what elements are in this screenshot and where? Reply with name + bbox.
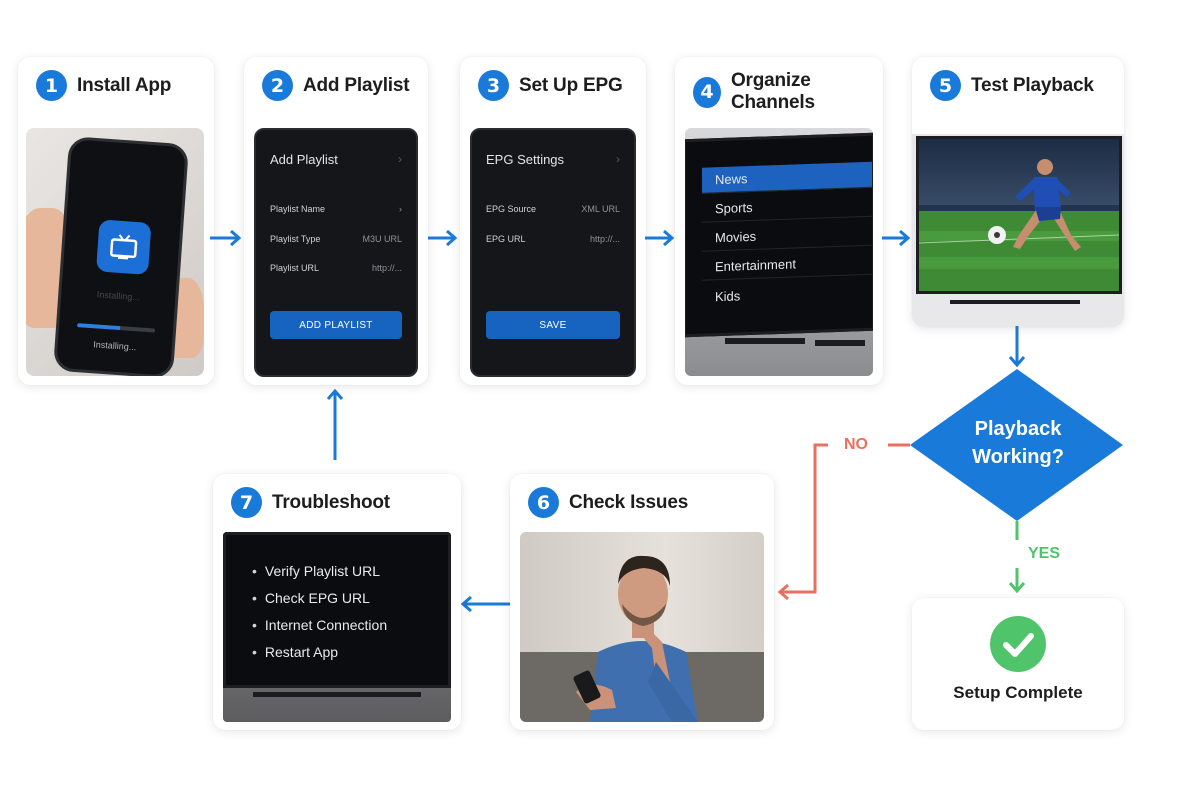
tv-stand — [815, 340, 865, 346]
chevron-right-icon: › — [616, 152, 620, 166]
no-arrow — [777, 443, 910, 601]
setup-complete-card — [912, 598, 1124, 730]
chevron-right-icon: › — [398, 152, 402, 166]
tv-app-icon — [95, 219, 152, 275]
step-number: 7 — [231, 487, 262, 518]
form-label: Playlist URL — [270, 263, 320, 273]
decision-line-1: Playback — [974, 418, 1062, 440]
step-card-test-playback: 5 Test Playback — [912, 57, 1124, 327]
chevron-right-icon: › — [399, 204, 402, 214]
add-playlist-button[interactable]: ADD PLAYLIST — [270, 311, 402, 339]
tv-stand — [725, 338, 805, 344]
form-label: EPG Source — [486, 204, 537, 214]
epg-settings-screen: EPG Settings › EPG Source XML URL EPG UR… — [470, 128, 636, 377]
form-row-playlist-type[interactable]: Playlist Type M3U URL — [270, 234, 402, 244]
step-title: Test Playback — [971, 74, 1094, 96]
setup-complete-label: Setup Complete — [953, 683, 1083, 702]
arrow-left-icon — [460, 595, 510, 613]
form-value: XML URL — [581, 204, 620, 214]
step-title: Add Playlist — [303, 74, 410, 96]
screen-title: Add Playlist — [270, 152, 338, 167]
step-number: 1 — [36, 70, 67, 101]
step-card-troubleshoot: 7 Troubleshoot Verify Playlist URL Check… — [213, 474, 461, 730]
step-title: Set Up EPG — [519, 74, 623, 96]
soccer-match-image — [919, 139, 1119, 291]
step-card-install-app: 1 Install App Installing... Installing..… — [18, 57, 214, 385]
yes-arrow — [1008, 521, 1026, 594]
no-label: NO — [844, 436, 868, 453]
add-playlist-screen: Add Playlist › Playlist Name › Playlist … — [254, 128, 418, 377]
troubleshoot-item: Internet Connection — [252, 617, 387, 633]
phone-image: Installing... Installing... — [52, 136, 190, 376]
form-value: M3U URL — [362, 234, 402, 244]
step-number: 6 — [528, 487, 559, 518]
arrow-right-icon — [210, 229, 911, 247]
step-number: 2 — [262, 70, 293, 101]
step-number: 4 — [693, 76, 721, 108]
troubleshoot-item: Restart App — [252, 644, 338, 660]
arrow-up-icon — [326, 388, 344, 460]
step-card-organize-channels: 4 Organize Channels News Sports Movies E… — [675, 57, 883, 385]
step-title: Troubleshoot — [272, 491, 390, 513]
save-button[interactable]: SAVE — [486, 311, 620, 339]
troubleshoot-item: Check EPG URL — [252, 590, 370, 606]
step-number: 3 — [478, 70, 509, 101]
arrow-down-icon — [1008, 326, 1026, 368]
yes-label: YES — [1028, 545, 1061, 562]
decision-label: Playback Working? — [928, 415, 1108, 471]
man-thinking-photo — [520, 532, 764, 722]
form-row-playlist-name[interactable]: Playlist Name › — [270, 204, 402, 214]
form-row-playlist-url[interactable]: Playlist URL http://... — [270, 263, 402, 273]
tv-screen — [916, 136, 1122, 294]
step-card-set-up-epg: 3 Set Up EPG EPG Settings › EPG Source X… — [460, 57, 646, 385]
form-row-epg-url[interactable]: EPG URL http://... — [486, 234, 620, 244]
step-title: Check Issues — [569, 491, 689, 513]
form-label: Playlist Type — [270, 234, 321, 244]
install-photo: Installing... Installing... — [26, 128, 204, 376]
check-circle-icon — [990, 616, 1046, 672]
tv-photo-background — [912, 134, 1124, 327]
form-value: http://... — [589, 234, 620, 244]
step-number: 5 — [930, 70, 961, 101]
tv-screen: Verify Playlist URL Check EPG URL Intern… — [223, 532, 451, 688]
form-label: EPG URL — [486, 234, 526, 244]
decision-diamond — [910, 369, 1123, 521]
tv-stand — [950, 300, 1080, 304]
form-value: http://... — [371, 263, 402, 273]
step-card-check-issues: 6 Check Issues — [510, 474, 774, 730]
step-card-add-playlist: 2 Add Playlist Add Playlist › Playlist N… — [244, 57, 428, 385]
decision-line-2: Working? — [972, 446, 1064, 468]
tv-photo-background: News Sports Movies Entertainment Kids — [685, 128, 873, 376]
step-title: Organize Channels — [730, 70, 815, 113]
screen-title: EPG Settings — [486, 152, 565, 167]
tv-stand — [253, 692, 421, 697]
form-label: Playlist Name — [270, 204, 326, 214]
tv-photo-background: Verify Playlist URL Check EPG URL Intern… — [223, 532, 451, 722]
step-title: Install App — [77, 74, 172, 96]
troubleshoot-item: Verify Playlist URL — [252, 563, 380, 579]
form-row-epg-source[interactable]: EPG Source XML URL — [486, 204, 620, 214]
